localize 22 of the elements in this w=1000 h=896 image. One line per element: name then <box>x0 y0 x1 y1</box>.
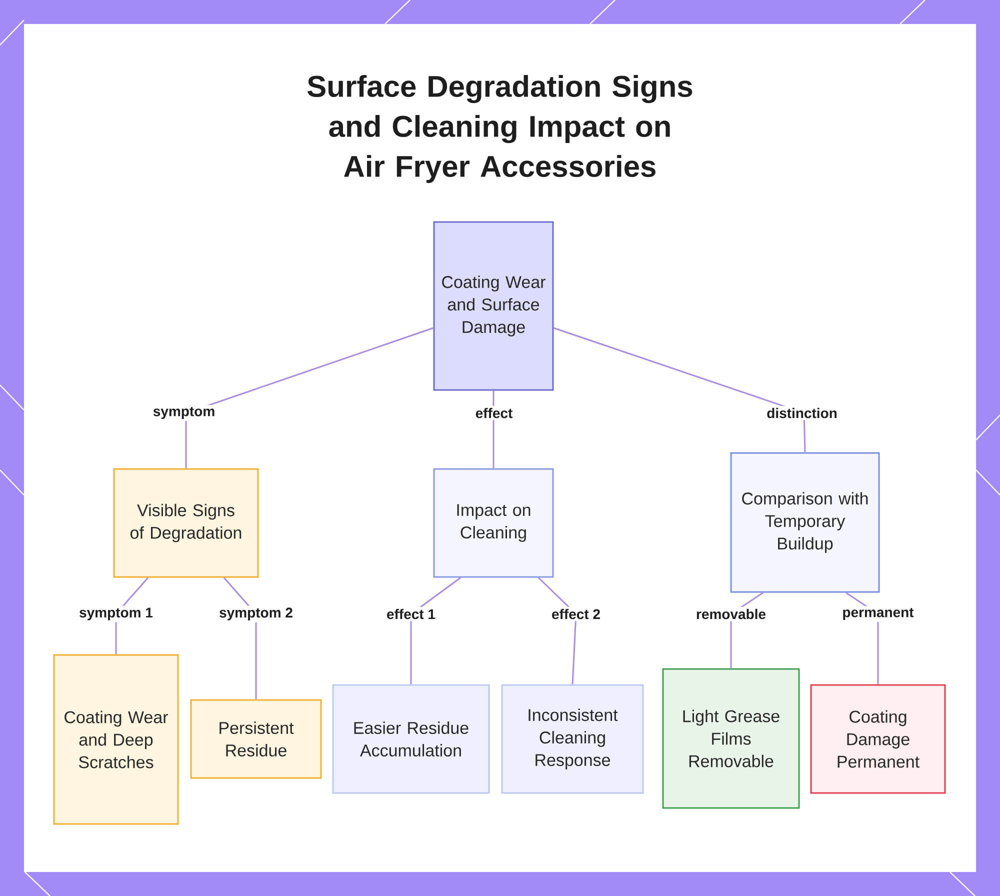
edge-label: permanent <box>840 606 916 622</box>
concept-box: Persistent Residue <box>190 699 322 779</box>
connector-line <box>554 327 806 452</box>
edge-label: symptom 1 <box>77 606 155 622</box>
connector-line <box>185 327 434 468</box>
edge-label: distinction <box>764 406 840 420</box>
concept-box: Easier Residue Accumulation <box>332 684 490 794</box>
edge-label: effect 2 <box>550 606 603 622</box>
concept-box: Comparison with Temporary Buildup <box>730 452 880 593</box>
title: Surface Degradation Signs and Cleaning Impact on Air Fryer Accessories <box>308 75 692 183</box>
concept-box: Coating Wear and Deep Scratches <box>53 654 179 825</box>
edge-label: symptom 2 <box>217 606 295 622</box>
concept-box: Coating Damage Permanent <box>810 684 946 794</box>
edge-label: effect <box>473 406 515 420</box>
edge-label: removable <box>694 606 768 622</box>
concept-box: Inconsistent Cleaning Response <box>501 684 644 794</box>
concept-box: Coating Wear and Surface Damage <box>433 221 554 391</box>
concept-box: Impact on Cleaning <box>433 468 554 578</box>
edge-label: effect 1 <box>384 606 438 622</box>
concept-box: Light Grease Films Removable <box>662 668 800 809</box>
edge-label: symptom <box>150 404 218 422</box>
concept-box: Visible Signs of Degradation <box>113 468 259 578</box>
